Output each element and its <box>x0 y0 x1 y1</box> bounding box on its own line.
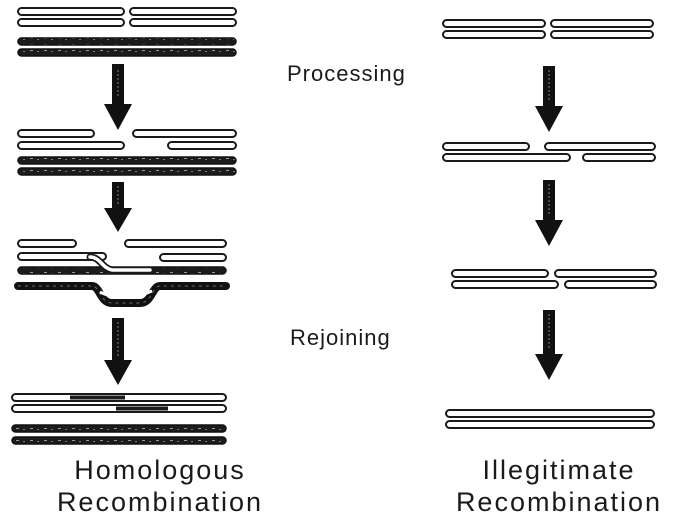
light-strand <box>17 141 125 150</box>
homologous-caption-line2: Recombination <box>56 487 264 517</box>
homologous-stage-4 <box>11 393 227 445</box>
dark-strand <box>17 156 237 165</box>
light-strand <box>129 18 237 27</box>
arrow-down <box>535 310 563 380</box>
light-strand <box>132 129 237 138</box>
homologous-stage-3 <box>14 239 230 307</box>
light-strand <box>554 269 657 278</box>
arrow-down <box>104 64 132 130</box>
dark-strand <box>11 424 227 433</box>
light-strand <box>451 280 559 289</box>
dark-strand <box>17 37 237 46</box>
illegitimate-stage-3 <box>451 269 657 289</box>
light-strand <box>445 409 655 418</box>
illegitimate-stage-2 <box>442 142 656 162</box>
homologous-stage-2 <box>17 129 237 176</box>
dark-strand <box>11 436 227 445</box>
light-strand <box>17 239 77 248</box>
light-strand <box>544 142 656 151</box>
light-strand <box>451 269 549 278</box>
light-loop <box>99 289 153 298</box>
light-strand <box>129 7 237 16</box>
illegitimate-stage-4 <box>445 409 655 429</box>
illegitimate-caption-line2: Recombination <box>455 487 663 517</box>
light-strand <box>582 153 656 162</box>
arrow-down <box>535 180 563 246</box>
illegitimate-caption-line1: Illegitimate <box>482 455 636 485</box>
processing-label: Processing <box>287 61 406 86</box>
homologous-pathway <box>11 7 237 445</box>
homologous-caption: Homologous Recombination <box>15 454 305 518</box>
light-strand <box>445 420 655 429</box>
light-strand <box>17 252 107 261</box>
light-strand <box>442 142 530 151</box>
light-strand <box>564 280 657 289</box>
light-strand <box>442 153 571 162</box>
light-strand <box>17 18 125 27</box>
light-strand <box>159 253 227 262</box>
light-strand <box>17 7 125 16</box>
light-strand <box>550 30 654 39</box>
illegitimate-stage-1 <box>442 19 654 39</box>
light-strand <box>167 141 237 150</box>
rejoining-label: Rejoining <box>290 325 391 350</box>
dark-strand <box>17 48 237 57</box>
light-strand <box>124 239 227 248</box>
light-strand <box>442 19 546 28</box>
dark-strand <box>17 167 237 176</box>
illegitimate-caption: Illegitimate Recombination <box>428 454 690 518</box>
homologous-stage-1 <box>17 7 237 57</box>
arrow-down <box>535 66 563 132</box>
arrow-down <box>104 318 132 385</box>
light-strand <box>17 129 95 138</box>
light-strand <box>442 30 546 39</box>
light-strand <box>550 19 654 28</box>
homologous-caption-line1: Homologous <box>74 455 246 485</box>
arrow-down <box>104 182 132 232</box>
illegitimate-pathway <box>442 19 657 429</box>
